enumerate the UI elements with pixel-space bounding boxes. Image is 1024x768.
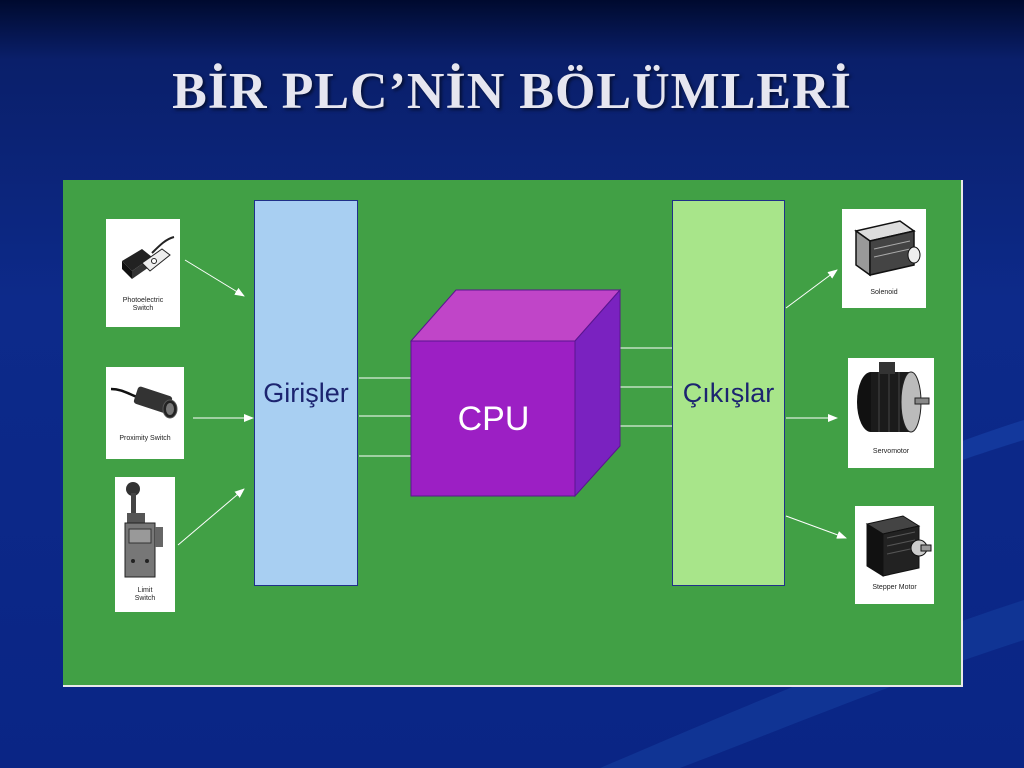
outputs-label: Çıkışlar — [682, 377, 775, 408]
solenoid-device: Solenoid — [842, 209, 926, 308]
servomotor-icon — [857, 362, 930, 433]
photoelectric-switch-icon — [122, 236, 175, 279]
limit-switch-label: Limit Switch — [134, 587, 156, 602]
proximity-switch-label: Proximity Switch — [119, 435, 171, 442]
solenoid-label: Solenoid — [870, 289, 898, 296]
inputs-block: Girişler — [254, 200, 358, 586]
stepper-motor-device: Stepper Motor — [855, 506, 934, 604]
plc-diagram-panel: CPU Girişler Çıkışlar Photoelectric Swit… — [63, 180, 963, 687]
cpu-cube — [409, 288, 622, 498]
slide-title: BİR PLC’NİN BÖLÜMLERİ — [172, 63, 852, 120]
stepper-motor-icon — [865, 515, 931, 577]
diagram-connectors — [177, 259, 847, 546]
arrow-outputs-to-stepper — [785, 515, 847, 539]
arrow-outputs-to-solenoid — [785, 269, 838, 309]
servomotor-label: Servomotor — [872, 448, 910, 455]
cpu-label: CPU — [457, 400, 530, 438]
stepper-motor-label: Stepper Motor — [872, 584, 917, 591]
solenoid-icon — [854, 220, 921, 277]
limit-switch-icon — [124, 482, 163, 578]
arrow-photoelectric-to-inputs — [184, 259, 245, 297]
cpu-cube-front — [410, 340, 576, 497]
arrow-limit-to-inputs — [177, 488, 245, 546]
proximity-switch-icon — [110, 386, 178, 419]
outputs-block: Çıkışlar — [672, 200, 785, 586]
servomotor-device: Servomotor — [848, 358, 934, 468]
proximity-switch-device: Proximity Switch — [106, 367, 184, 459]
photoelectric-switch-device: Photoelectric Switch — [106, 219, 180, 327]
inputs-label: Girişler — [263, 377, 349, 408]
limit-switch-device: Limit Switch — [115, 477, 175, 612]
photoelectric-switch-label: Photoelectric Switch — [122, 297, 164, 312]
